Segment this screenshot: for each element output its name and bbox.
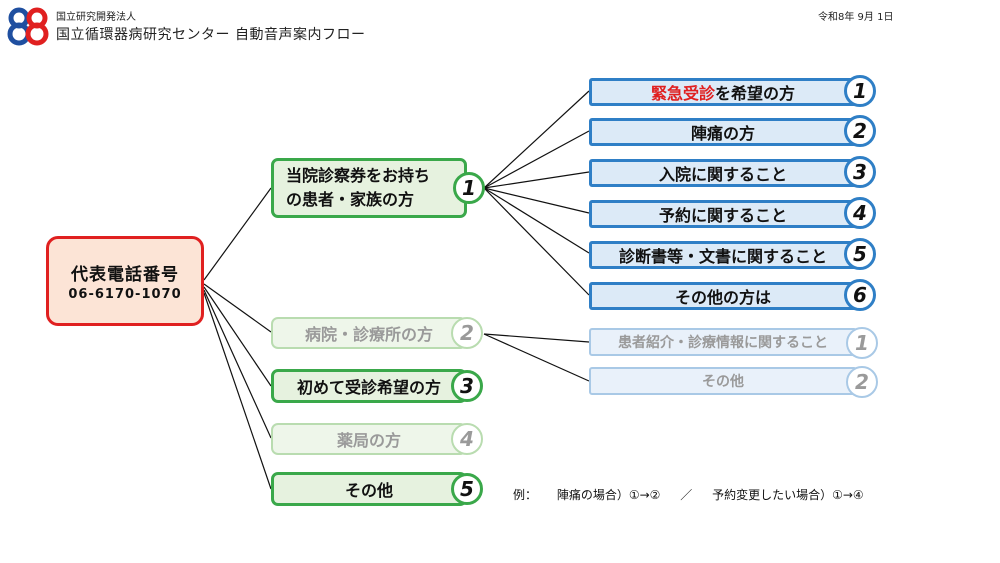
option-emergency-visit[interactable]: 緊急受診を希望の方: [589, 78, 857, 106]
page-title: 国立循環器病研究センター 自動音声案内フロー: [56, 27, 366, 43]
option-first-visit[interactable]: 初めて受診希望の方: [271, 369, 467, 403]
main-title: 代表電話番号: [71, 265, 179, 285]
option-others-patient[interactable]: その他の方は: [589, 282, 857, 310]
ncvc-logo: [7, 7, 49, 46]
option-label: その他: [344, 481, 393, 500]
example-case1: 陣痛の場合）①→②: [556, 488, 661, 502]
option-label: 診断書等・文書に関すること: [618, 247, 827, 266]
date-label: 令和8年 9月 1日: [818, 12, 894, 23]
number-badge: 1: [844, 75, 876, 107]
option-appointment[interactable]: 予約に関すること: [589, 200, 857, 228]
number-badge: 4: [451, 423, 483, 455]
number-badge: 1: [846, 327, 878, 359]
option-pharmacy[interactable]: 薬局の方: [271, 423, 467, 455]
option-label: 入院に関すること: [658, 165, 787, 184]
number-badge: 2: [844, 115, 876, 147]
option-label: 陣痛の方: [690, 124, 755, 143]
option-other-institution[interactable]: その他: [589, 367, 857, 395]
emphasis-text: 緊急受診: [650, 84, 715, 103]
example-case2: 予約変更したい場合）①→④: [712, 488, 864, 502]
option-label: 初めて受診希望の方: [296, 378, 441, 397]
usage-example: 例： 陣痛の場合）①→② ／ 予約変更したい場合）①→④: [513, 486, 880, 503]
number-badge: 6: [844, 279, 876, 311]
option-hospital-clinic[interactable]: 病院・診療所の方: [271, 317, 467, 349]
option-label: 予約に関すること: [658, 206, 787, 225]
option-label-line2: の患者・家族の方: [286, 190, 415, 209]
option-patient-family[interactable]: 当院診察券をお持ち の患者・家族の方: [271, 158, 467, 218]
main-phone-box: 代表電話番号 06-6170-1070: [46, 236, 204, 326]
option-label: 緊急受診を希望の方: [650, 84, 796, 103]
option-label-line1: 当院診察券をお持ち: [286, 166, 431, 185]
example-separator: ／: [680, 488, 693, 502]
number-badge: 2: [451, 317, 483, 349]
option-documents[interactable]: 診断書等・文書に関すること: [589, 241, 857, 269]
number-badge: 3: [451, 370, 483, 402]
example-lead: 例：: [513, 488, 538, 502]
option-labor-pain[interactable]: 陣痛の方: [589, 118, 857, 146]
number-badge: 4: [844, 197, 876, 229]
main-phone-number: 06-6170-1070: [68, 287, 182, 302]
organization-type: 国立研究開発法人: [56, 12, 136, 23]
option-label: 薬局の方: [336, 431, 401, 450]
number-badge: 3: [844, 156, 876, 188]
number-badge: 5: [844, 238, 876, 270]
number-badge: 2: [846, 366, 878, 398]
number-badge: 1: [453, 172, 485, 204]
option-label: その他: [702, 374, 744, 390]
number-badge: 5: [451, 473, 483, 505]
option-referral-info[interactable]: 患者紹介・診療情報に関すること: [589, 328, 857, 356]
option-other[interactable]: その他: [271, 472, 467, 506]
option-label: 患者紹介・診療情報に関すること: [618, 335, 828, 351]
option-label: 病院・診療所の方: [304, 325, 433, 344]
option-label: その他の方は: [674, 288, 771, 307]
option-admission[interactable]: 入院に関すること: [589, 159, 857, 187]
